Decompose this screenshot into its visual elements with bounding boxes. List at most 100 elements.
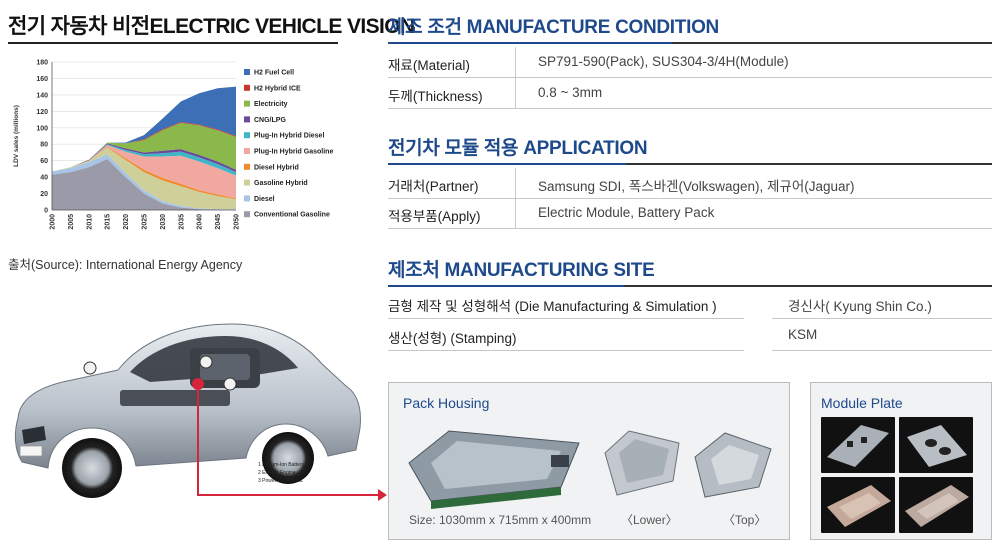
area-series [52,144,236,176]
legend-swatch [244,211,250,218]
legend-label: H2 Fuel Cell [254,70,294,77]
front-wheel [62,438,122,498]
module-plate-3-svg [827,485,891,527]
application-section-title: 전기차 모듈 적용 APPLICATION [388,138,648,159]
y-tick-label: 120 [36,109,48,116]
stamping-value: KSM [788,327,818,342]
legend-label: H2 Hybrid ICE [254,85,301,92]
car-note: 3 Power Electronics. [258,478,304,484]
y-tick-label: 100 [36,125,48,132]
legend-label: Electricity [254,101,288,108]
license-plate [19,445,43,457]
thickness-value: 0.8 ~ 3mm [538,85,603,100]
rear-wheel [262,432,314,484]
module-plate-1-svg [827,425,889,467]
ev-car-illustration: 1 Lithium-Ion Battery. 2 Electric Engine… [0,290,380,505]
car-note: 1 Lithium-Ion Battery. [258,462,305,468]
site-section-rule-accent [388,285,624,287]
row-divider [388,318,744,319]
y-tick-label: 40 [40,175,48,182]
car-grille [22,426,46,444]
module-plate-photo-2 [899,417,973,473]
y-tick-label: 160 [36,76,48,83]
battery-pack-shape [120,390,230,406]
pack-housing-inner [431,441,561,489]
legend-swatch [244,100,250,107]
part-marker-1 [83,361,97,375]
legend-swatch [244,116,250,123]
y-tick-label: 180 [36,60,48,67]
legend-label: CNG/LPG [254,117,286,124]
application-section-rule [388,163,992,165]
x-tick-label: 2035 [178,214,185,230]
legend-swatch [244,148,250,154]
connector-line-horizontal [197,494,379,496]
manufacture-section-title: 제조 조건 MANUFACTURE CONDITION [388,17,719,38]
thickness-label: 두께(Thickness) [388,89,483,104]
x-tick-label: 2040 [197,214,204,230]
legend-swatch [244,179,250,186]
x-tick-label: 2000 [50,214,57,230]
x-tick-label: 2020 [123,214,130,230]
row-divider [388,77,992,78]
y-tick-label: 20 [40,191,48,198]
legend-label: Diesel Hybrid [254,164,299,171]
manufacture-section-rule [388,42,992,44]
pack-housing-top-image [694,432,772,498]
y-tick-label: 0 [44,208,48,215]
material-value: SP791-590(Pack), SUS304-3/4H(Module) [538,54,789,69]
x-tick-label: 2050 [234,214,241,230]
pack-housing-port [551,455,569,467]
row-divider [388,228,992,229]
module-plate-2-svg [907,425,967,467]
module-plate-box: Module Plate [810,382,992,540]
module-plate-photo-1 [821,417,895,473]
y-axis-label: LDV sales (millions) [13,105,20,167]
module-plate-photo-4 [899,477,973,533]
module-plate-4-svg [905,485,969,527]
pack-housing-title: Pack Housing [403,395,490,411]
legend-swatch [244,132,250,139]
apply-label: 적용부품(Apply) [388,209,481,224]
y-tick-label: 80 [40,142,48,149]
lower-housing-lid [619,439,669,483]
area-series [52,145,236,199]
y-tick-label: 60 [40,158,48,165]
row-divider [772,318,992,319]
top-caption: 〈Top〉 [723,513,767,527]
application-section-rule-accent [388,163,626,165]
die-manufacturing-value: 경신사( Kyung Shin Co.) [788,299,932,314]
legend-label: Conventional Gasoline [254,212,330,219]
module-plate-photo-3 [821,477,895,533]
die-manufacturing-label: 금형 제작 및 성형해석 (Die Manufacturing & Simula… [388,299,717,314]
pack-housing-box: Pack Housing 〈Lower〉 〈Top〉 Size: 1030mm … [388,382,790,540]
partner-value: Samsung SDI, 폭스바겐(Volkswagen), 제규어(Jagua… [538,179,855,194]
legend-label: Diesel [254,196,275,203]
highlight-dot [192,378,204,390]
connector-arrow-icon [378,489,387,501]
manufacture-section-rule-accent [388,42,672,44]
row-divider [388,198,992,199]
row-divider [388,350,744,351]
legend-label: Plug-In Hybrid Gasoline [254,149,333,156]
site-section-title: 제조처 MANUFACTURING SITE [388,260,655,281]
part-marker-2 [199,355,213,369]
pack-housing-lower-image [604,430,680,496]
site-section-rule [388,285,992,287]
x-tick-label: 2030 [160,214,167,230]
legend-swatch [244,69,250,75]
x-tick-label: 2045 [215,214,222,230]
x-tick-label: 2025 [142,214,149,230]
legend-swatch [244,195,250,202]
x-tick-label: 2010 [86,214,93,230]
column-divider [515,47,516,108]
x-tick-label: 2015 [105,214,112,230]
car-illustration-svg: 1 Lithium-Ion Battery. 2 Electric Engine… [14,323,361,498]
row-divider [388,108,992,109]
legend-label: Plug-In Hybrid Diesel [254,133,324,140]
size-caption: Size: 1030mm x 715mm x 400mm [409,513,592,527]
engine-block-detail [200,354,250,380]
area-series [52,159,236,210]
